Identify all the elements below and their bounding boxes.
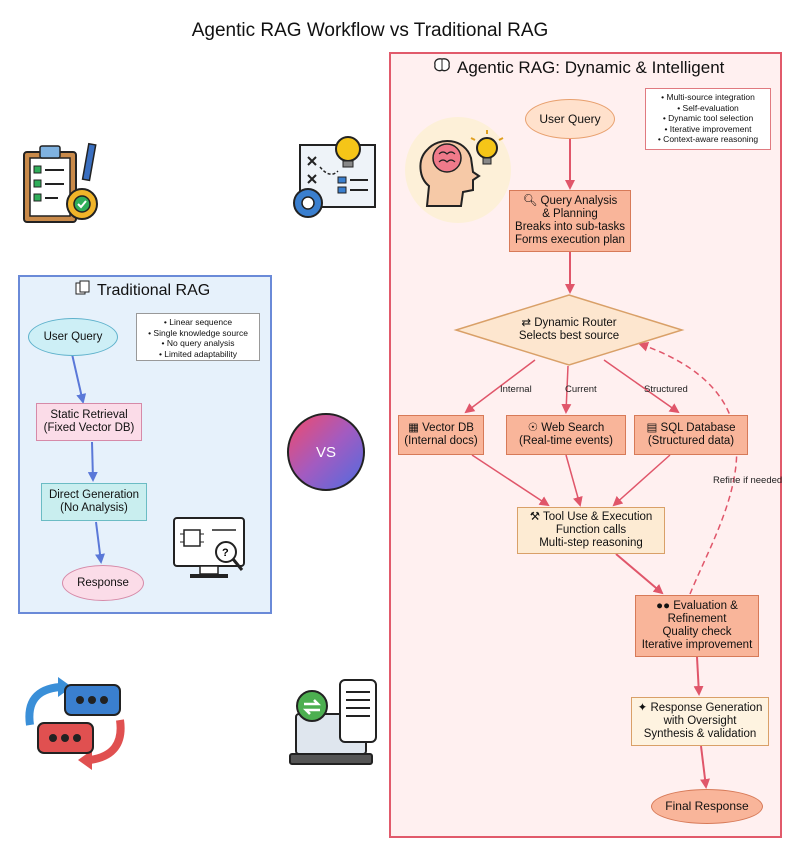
trad-note-item: • Single knowledge source	[148, 327, 248, 338]
edge-generation-response	[95, 521, 105, 564]
edge-label-current: Current	[565, 384, 597, 395]
brain-small-icon	[433, 57, 451, 78]
final-response-node: Final Response	[651, 789, 763, 824]
router-icon: ⇄	[521, 317, 531, 329]
evaluation-node: ●● Evaluation & Refinement Quality check…	[635, 595, 759, 657]
vs-badge: VS	[287, 413, 365, 491]
edge-router-web	[561, 365, 572, 414]
strategy-plan-icon	[290, 135, 385, 230]
edge-router-sql	[603, 359, 680, 414]
trad-note-item: • No query analysis	[161, 338, 235, 348]
edge-label-refine: Refine if needed	[713, 475, 783, 486]
edge-web-tool	[565, 454, 583, 507]
trad-notes-box: • Linear sequence • Single knowledge sou…	[136, 313, 260, 361]
laptop-phone-sync-icon	[289, 678, 382, 775]
edge-sql-tool	[612, 454, 671, 507]
edge-label-internal: Internal	[500, 384, 532, 395]
trad-direct-generation-node: Direct Generation (No Analysis)	[41, 483, 147, 521]
ai-monitor-search-icon: ?	[172, 516, 250, 587]
tools-icon: ⚒	[529, 511, 540, 523]
svg-text:?: ?	[222, 547, 229, 559]
trad-static-retrieval-node: Static Retrieval (Fixed Vector DB)	[36, 403, 142, 441]
agentic-rag-title-text: Agentic RAG: Dynamic & Intelligent	[457, 57, 725, 77]
database-icon: ▦	[408, 422, 419, 434]
agentic-note-item: • Context-aware reasoning	[657, 134, 759, 144]
edge-router-vector	[464, 359, 536, 414]
tool-use-node: ⚒ Tool Use & Execution Function calls Mu…	[517, 507, 665, 554]
agentic-user-query-node: User Query	[525, 99, 615, 139]
edge-vector-tool	[471, 454, 550, 507]
dynamic-router-node: ⇄ Dynamic Router Selects best source	[453, 294, 685, 366]
edge-label-structured: Structured	[644, 384, 688, 395]
page-title: Agentic RAG Workflow vs Traditional RAG	[191, 20, 549, 41]
agentic-note-item: • Iterative improvement	[664, 123, 752, 134]
checklist-gear-icon	[20, 140, 105, 235]
brain-idea-icon	[413, 128, 504, 218]
query-analysis-node: 🔍︎ Query Analysis & Planning Breaks into…	[509, 190, 631, 252]
web-search-node: ☉ Web Search (Real-time events)	[506, 415, 626, 455]
agentic-notes-box: • Multi-source integration • Self-evalua…	[645, 88, 771, 150]
magnifier-icon: 🔍︎	[522, 195, 538, 207]
edge-refine-loop	[638, 341, 738, 595]
traditional-rag-title-text: Traditional RAG	[97, 281, 211, 299]
edge-query-retrieval	[71, 353, 87, 404]
chat-exchange-icon	[20, 675, 130, 775]
trad-response-node: Response	[62, 565, 144, 601]
trad-user-query-node: User Query	[28, 318, 118, 356]
edge-eval-gen	[693, 656, 704, 696]
team-icon: ●●	[656, 600, 671, 612]
edge-retrieval-generation	[87, 441, 98, 482]
traditional-rag-title: Traditional RAG	[75, 280, 210, 301]
edge-gen-final	[700, 745, 710, 789]
globe-icon: ☉	[527, 422, 539, 434]
sparkle-icon: ✦	[637, 702, 648, 714]
trad-note-item: • Linear sequence	[163, 317, 233, 327]
agentic-rag-title: Agentic RAG: Dynamic & Intelligent	[433, 57, 724, 78]
documents-icon	[75, 280, 91, 301]
response-generation-node: ✦ Response Generation with Oversight Syn…	[631, 697, 769, 746]
sql-database-node: ▤ SQL Database (Structured data)	[634, 415, 748, 455]
edge-tool-eval	[615, 553, 664, 595]
agentic-note-item: • Self-evaluation	[677, 102, 739, 113]
vector-db-node: ▦ Vector DB (Internal docs)	[398, 415, 484, 455]
agentic-note-item: • Dynamic tool selection	[662, 113, 754, 123]
sql-db-icon: ▤	[646, 422, 658, 434]
trad-note-item: • Limited adaptability	[158, 348, 238, 359]
agentic-note-item: • Multi-source integration	[661, 92, 755, 102]
